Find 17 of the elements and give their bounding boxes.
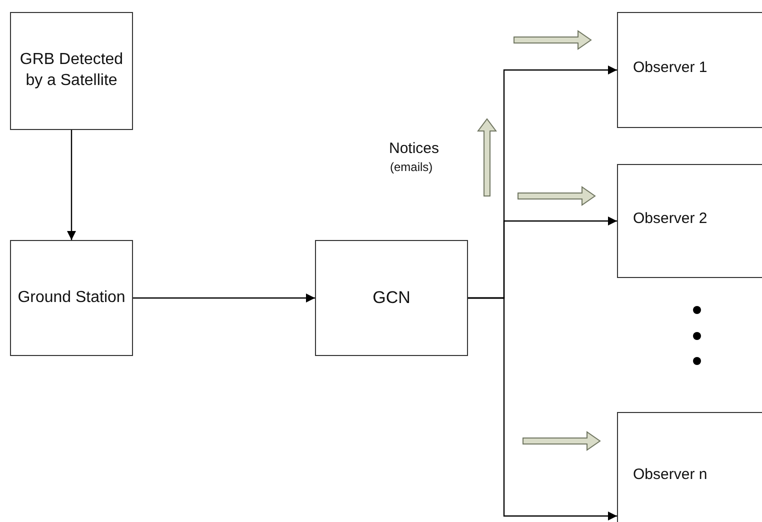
process-box: [617, 412, 762, 522]
process-box: [617, 12, 762, 128]
box-label: GRB Detected by a Satellite: [18, 50, 124, 91]
annotation-text: Notices: [389, 140, 440, 157]
box-label: GCN: [372, 286, 410, 309]
process-box: [10, 12, 133, 130]
box-label: Observer 2: [633, 209, 708, 229]
box-label: Observer n: [633, 465, 708, 485]
process-box: [617, 164, 762, 278]
box-label: Observer 1: [633, 58, 708, 78]
connector-arrow: [133, 294, 315, 302]
annotation-text: (emails): [390, 160, 433, 174]
connector-arrow: [67, 130, 76, 240]
process-box: [10, 240, 133, 356]
box-label: Ground Station: [18, 288, 126, 308]
process-box: [315, 240, 468, 356]
connector-arrow: [468, 297, 617, 520]
